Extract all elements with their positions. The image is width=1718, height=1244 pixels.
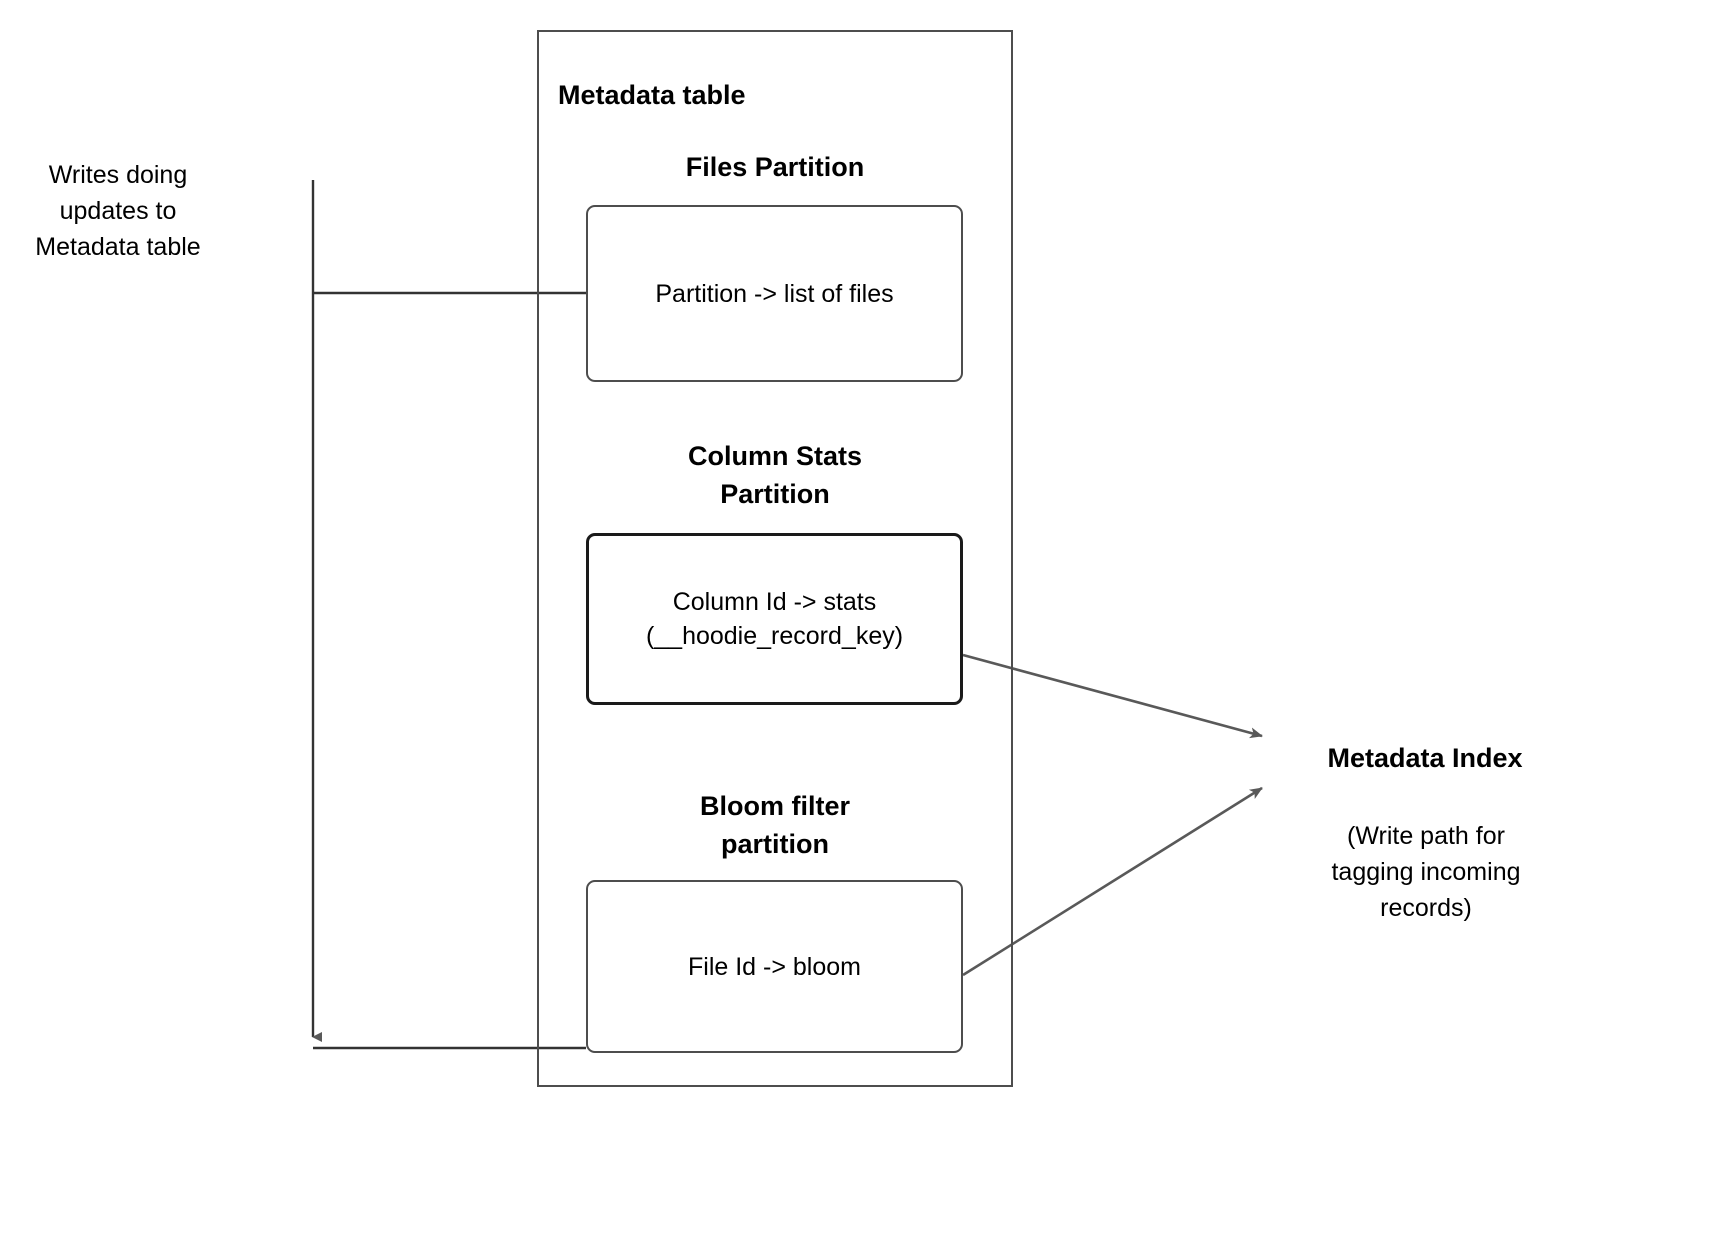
column-stats-partition-box-text: Column Id -> stats (__hoodie_record_key): [645, 588, 904, 650]
files-partition-heading: Files Partition: [685, 152, 865, 182]
metadata-index-label: Metadata Index: [1327, 743, 1523, 773]
bloom-filter-partition-box[interactable]: File Id -> bloom: [586, 880, 963, 1053]
metadata-table-container: [537, 30, 1013, 1087]
files-partition-box-text: Partition -> list of files: [655, 279, 894, 308]
write-path-caption: Writes doing updates to Metadata table: [35, 161, 201, 261]
bloom-filter-partition-heading: Bloom filter partition: [699, 791, 850, 860]
column-stats-partition-box[interactable]: Column Id -> stats (__hoodie_record_key): [586, 533, 963, 705]
files-partition-box[interactable]: Partition -> list of files: [586, 205, 963, 382]
metadata-table-title: Metadata table: [558, 80, 746, 110]
column-stats-partition-heading: Column Stats Partition: [687, 441, 862, 510]
metadata-index-note: (Write path for tagging incoming records…: [1331, 822, 1521, 922]
bloom-filter-partition-box-text: File Id -> bloom: [688, 952, 861, 981]
